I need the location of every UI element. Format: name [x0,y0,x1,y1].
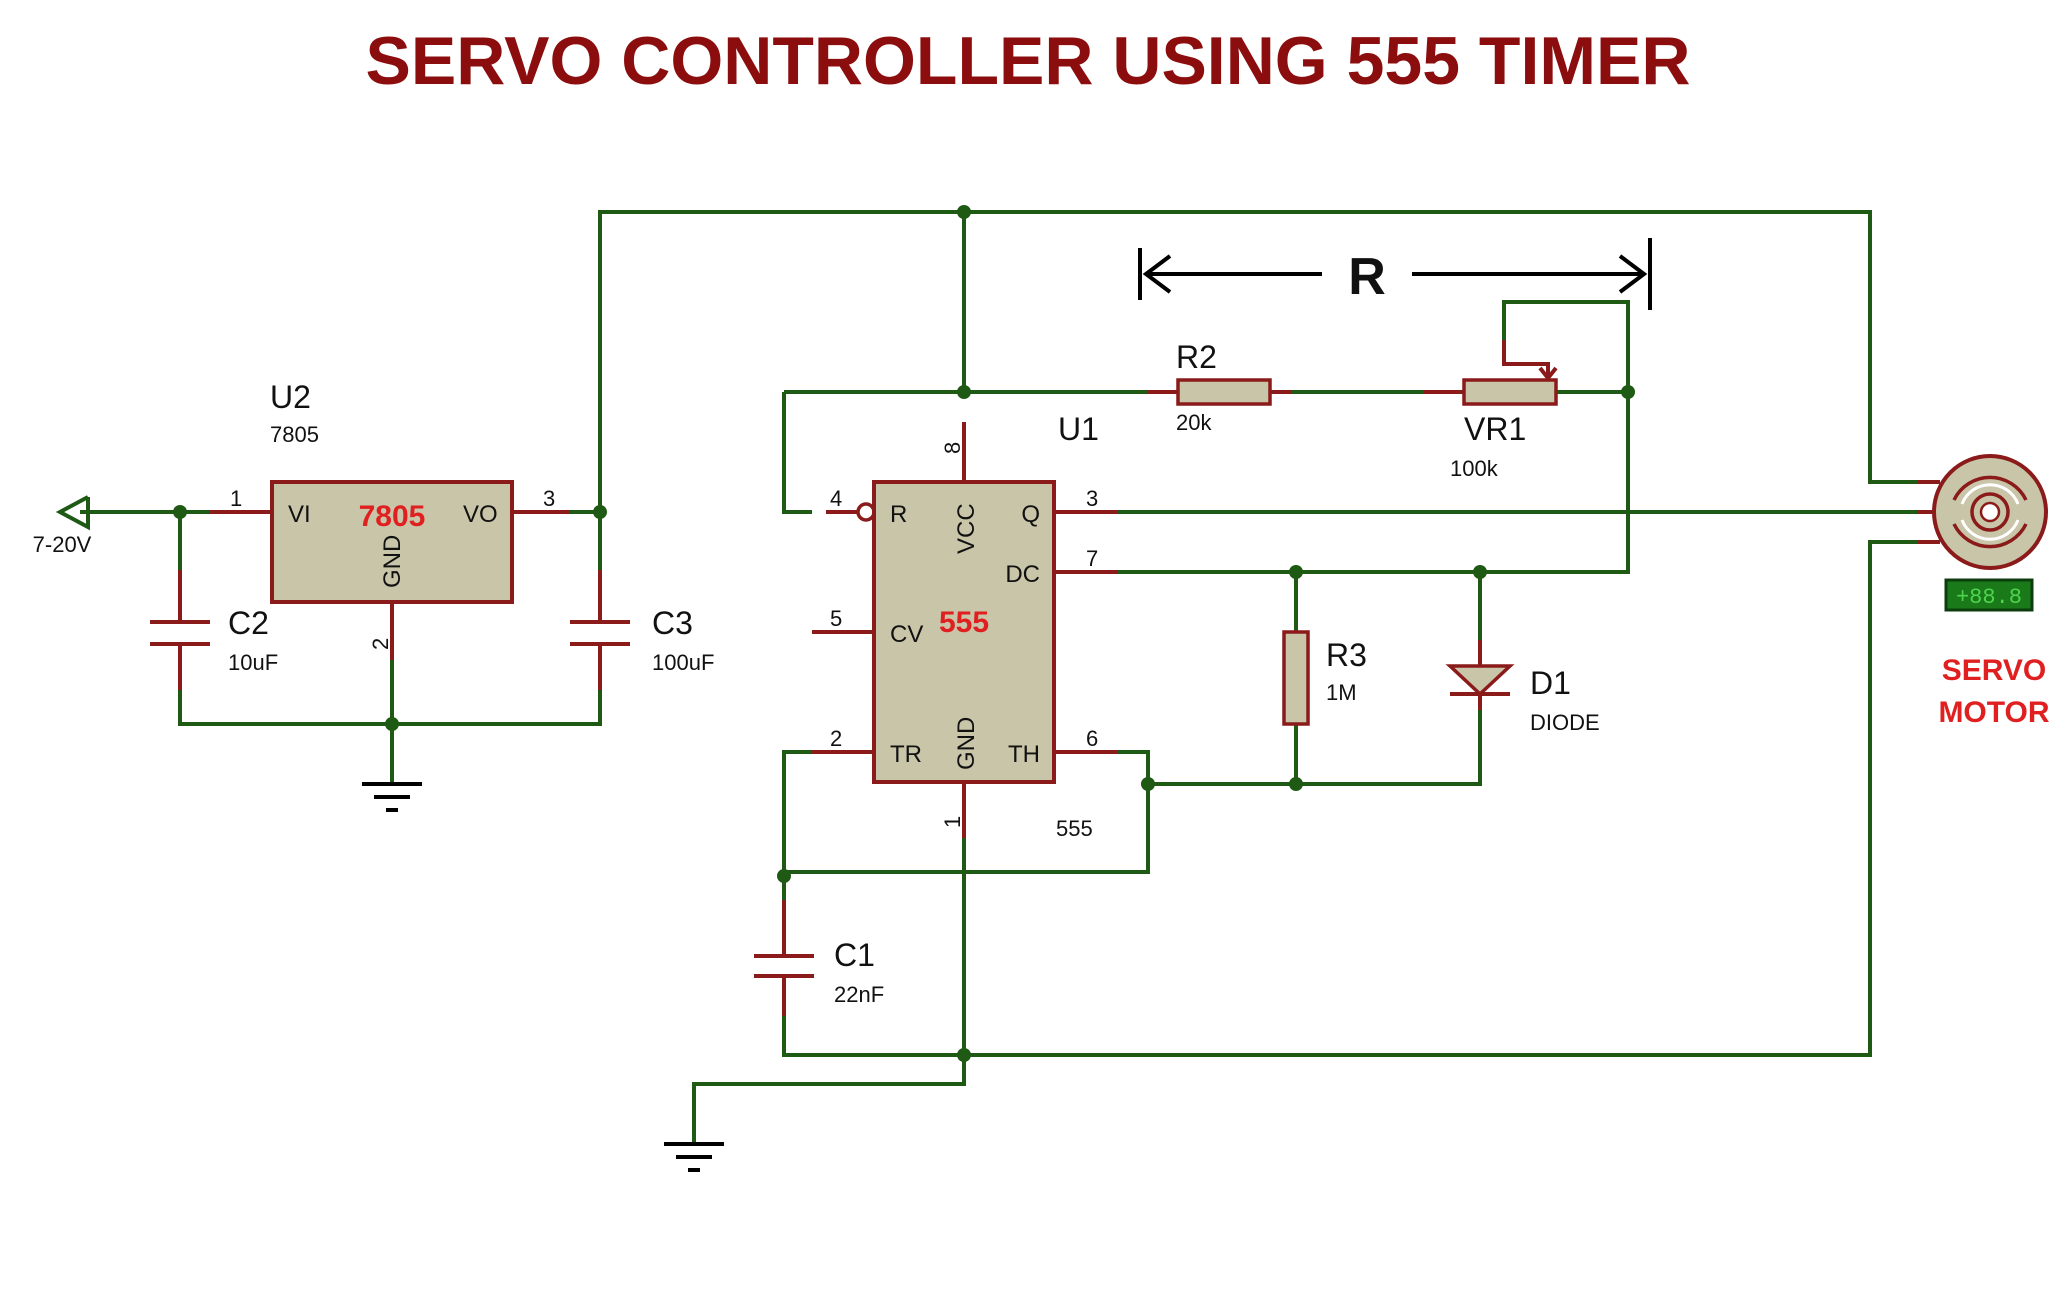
c1-value: 22nF [834,982,884,1007]
servo-readout-box [1944,578,2034,612]
capacitor-c2: C2 10uF [150,570,278,690]
resistance-dimension: R [1138,238,1652,310]
u2-value: 7805 [270,422,319,447]
page-title: SERVO CONTROLLER USING 555 TIMER [366,23,1691,99]
dimension-label: R [1348,248,1386,306]
servo-label-line1: SERVO [1942,654,2047,687]
u1-pin7-num: 7 [1086,546,1098,571]
c3-value: 100uF [652,650,714,675]
d1-value: DIODE [1530,710,1600,735]
resistor-r3: R3 1M [1282,630,1367,726]
u1-pin5-num: 5 [830,606,842,631]
servo-readout: +88.8 [1956,585,2022,610]
u1-pin8-num: 8 [940,442,965,454]
regulator-u2: U2 7805 1 3 2 VI VO GND 7805 [210,379,570,660]
ground-symbol-left [362,782,422,812]
u1-pin-r: R [890,501,907,528]
potentiometer-vr1: VR1 100k [1424,340,1558,481]
diode-d1: D1 DIODE [1445,640,1600,735]
u2-pin-vi: VI [288,501,311,528]
r3-ref: R3 [1326,637,1367,673]
u1-pin-vcc: VCC [953,503,980,554]
vr1-ref: VR1 [1464,411,1526,447]
c3-ref: C3 [652,605,693,641]
c2-value: 10uF [228,650,278,675]
u2-pin2-num: 2 [368,638,393,650]
vr1-value: 100k [1450,456,1499,481]
u1-pin-dc: DC [1005,561,1040,588]
c2-ref: C2 [228,605,269,641]
servo-label-line2: MOTOR [1938,696,2049,729]
input-voltage-label: 7-20V [33,532,92,557]
u1-pin1-num: 1 [940,816,965,828]
u1-pin-tr: TR [890,741,922,768]
capacitor-c3: C3 100uF [570,570,714,690]
u1-pin4-num: 4 [830,486,842,511]
u1-pin6-num: 6 [1086,726,1098,751]
r2-ref: R2 [1176,339,1217,375]
u1-pin-gnd: GND [953,717,980,770]
r2-value: 20k [1176,410,1212,435]
r3-value: 1M [1326,680,1357,705]
u2-pin-gnd: GND [379,535,406,588]
servo-motor: +88.8 SERVO MOTOR [1918,454,2050,729]
wires [80,210,1918,1142]
u2-pin1-num: 1 [230,486,242,511]
u1-pin-cv: CV [890,621,923,648]
d1-ref: D1 [1530,665,1571,701]
capacitor-c1: C1 22nF [754,900,884,1016]
u1-pin-th: TH [1008,741,1040,768]
input-terminal: 7-20V [33,495,92,557]
u2-pin3-num: 3 [543,486,555,511]
u1-value: 555 [1056,816,1093,841]
u1-body-label: 555 [939,606,989,639]
u1-pin-q: Q [1021,501,1040,528]
u1-ref: U1 [1058,411,1099,447]
u2-body-label: 7805 [359,500,426,533]
ground-symbol-bottom [664,1142,724,1172]
u2-ref: U2 [270,379,311,415]
c1-ref: C1 [834,937,875,973]
u2-pin-vo: VO [463,501,498,528]
u1-pin2-num: 2 [830,726,842,751]
u1-pin3-num: 3 [1086,486,1098,511]
timer-u1: U1 555 4 5 2 3 7 6 8 1 R CV TR Q DC TH V… [812,411,1118,841]
resistor-r2: R2 20k [1148,339,1292,435]
junctions [173,205,1635,1062]
